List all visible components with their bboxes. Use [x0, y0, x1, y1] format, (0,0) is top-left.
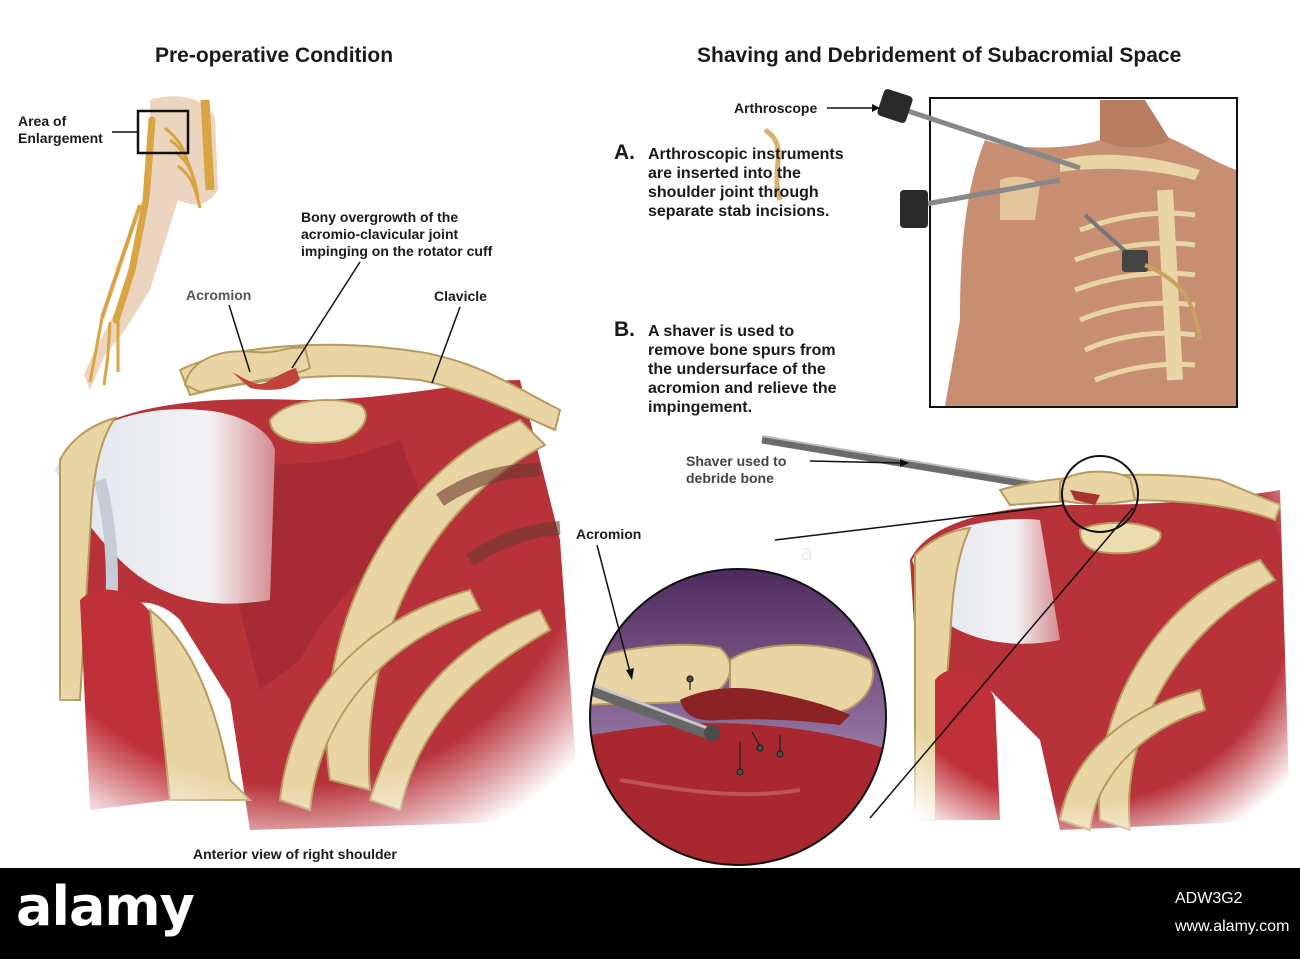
second-instrument	[900, 177, 1202, 341]
footer-bar	[0, 868, 1300, 959]
torso-inset	[929, 97, 1238, 408]
caption: Anterior view of right shoulder	[193, 846, 397, 862]
acromion-label-right: Acromion	[576, 526, 642, 542]
step-b-text: A shaver is used to remove bone spurs fr…	[648, 323, 837, 416]
shaver-label: Shaver used to debride bone	[686, 453, 787, 486]
watermark-text: a	[800, 541, 813, 566]
area-of-enlargement-label: Area of Enlargement	[18, 113, 103, 146]
step-a-letter: A.	[614, 141, 635, 164]
magnified-view	[590, 569, 886, 865]
bony-overgrowth-label: Bony overgrowth of the acromio-clavicula…	[301, 209, 493, 259]
right-title: Shaving and Debridement of Subacromial S…	[697, 44, 1182, 67]
arthroscope-label: Arthroscope	[734, 100, 818, 116]
arthroscope-instrument	[763, 89, 1081, 201]
step-a-text: Arthroscopic instruments are inserted in…	[648, 146, 844, 220]
step-b-letter: B.	[614, 318, 635, 341]
image-code: ADW3G2	[1175, 890, 1243, 907]
left-title: Pre-operative Condition	[155, 44, 394, 67]
shoulder-anatomy-right	[900, 470, 1300, 850]
shoulder-anatomy-left	[40, 330, 600, 850]
zoom-circle-small	[1061, 455, 1139, 533]
acromion-label-left: Acromion	[186, 287, 252, 303]
brand-logo: alamy	[16, 875, 195, 938]
site-url: www.alamy.com	[1175, 918, 1290, 935]
clavicle-label: Clavicle	[434, 288, 487, 304]
